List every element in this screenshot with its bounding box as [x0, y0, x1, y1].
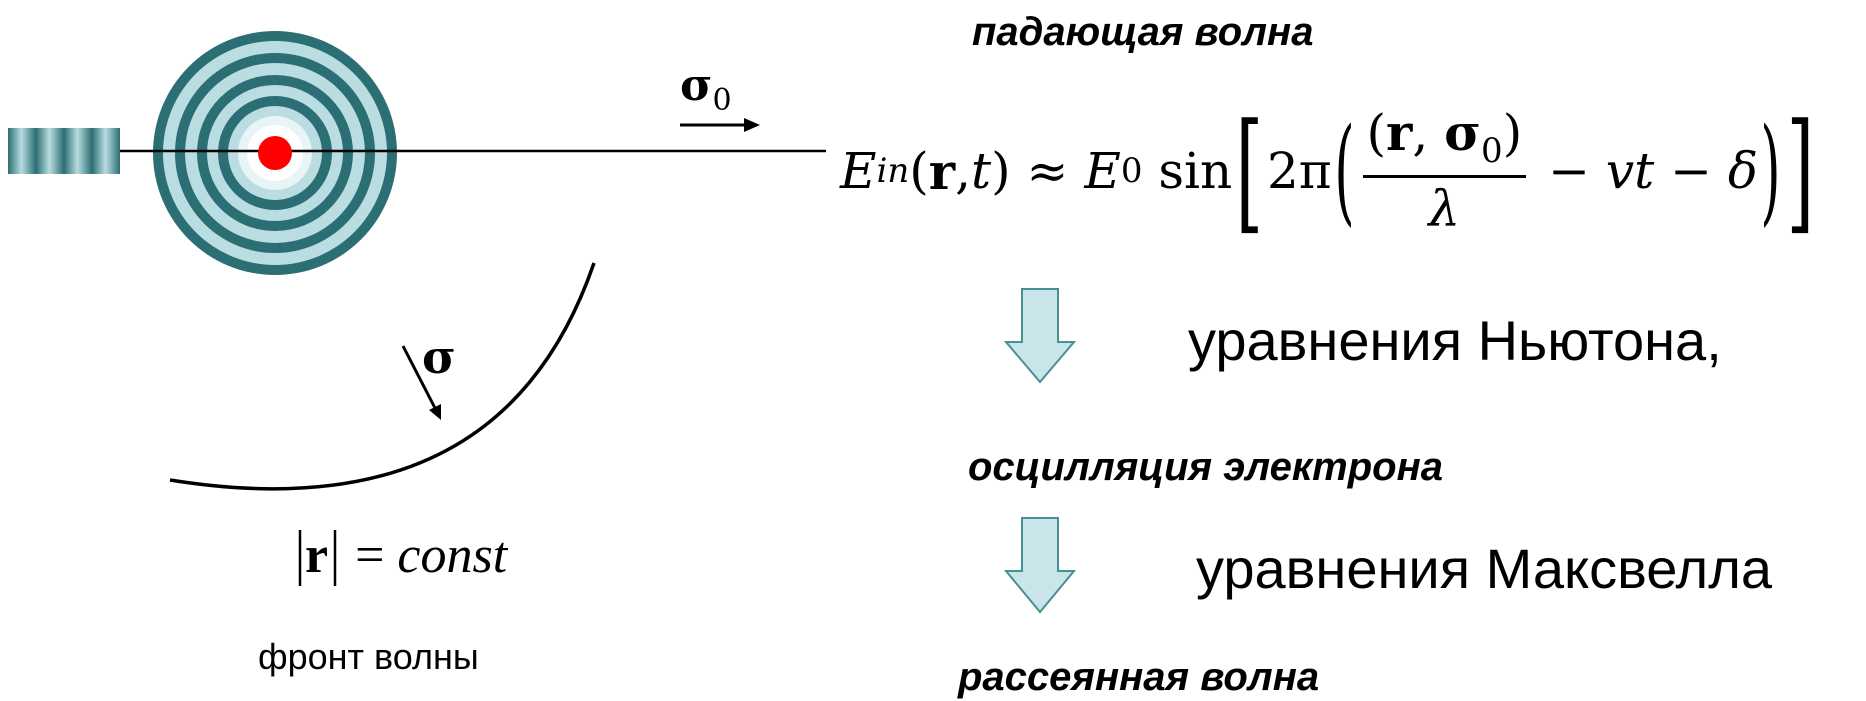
down-arrow-newton — [1006, 289, 1074, 382]
formula-denominator: λ — [1429, 178, 1461, 237]
numerator-sigma: σ — [1444, 103, 1481, 162]
formula-minus-2: − — [1654, 142, 1728, 200]
sigma0-label: σ0 — [680, 60, 732, 118]
down-arrow-maxwell — [1006, 518, 1074, 612]
numerator-r: r — [1386, 103, 1412, 162]
maxwell-equations-label: уравнения Максвелла — [1196, 536, 1772, 601]
formula-fraction: (r, σ0) λ — [1363, 105, 1527, 236]
const-text: const — [397, 527, 507, 584]
incident-wave-heading: падающая волна — [972, 10, 1313, 55]
formula-r: r — [929, 142, 955, 201]
formula-t: t — [971, 142, 991, 200]
formula-bracket-open: [ — [1236, 106, 1264, 236]
electron-oscillation-heading: осцилляция электрона — [968, 445, 1443, 490]
scattered-wave-heading: рассеянная волна — [958, 655, 1319, 700]
electron-dot — [258, 136, 292, 170]
formula-paren-close: ) — [991, 142, 1011, 200]
radius-const-equation: r = const — [313, 526, 507, 585]
equals-sign: = — [342, 527, 397, 584]
formula-approx: ≈ — [1011, 142, 1085, 200]
formula-paren-open: ( — [909, 142, 929, 200]
formula-comma: , — [955, 142, 971, 200]
sigma-label: σ — [422, 330, 456, 384]
formula-e-subscript: in — [877, 151, 910, 191]
formula-e-symbol: E — [840, 142, 877, 200]
numerator-paren-close: ) — [1503, 104, 1523, 162]
sigma0-subscript: 0 — [712, 83, 731, 118]
formula-big-paren-open: ( — [1334, 114, 1354, 229]
numerator-paren-open: ( — [1367, 104, 1387, 162]
numerator-sigma-subscript: 0 — [1481, 131, 1503, 171]
wavefront-caption: фронт волны — [258, 636, 479, 678]
formula-t2: t — [1634, 142, 1654, 200]
formula-two-pi: 2π — [1267, 142, 1332, 200]
formula-numerator: (r, σ0) — [1363, 105, 1527, 177]
formula-delta: δ — [1728, 142, 1758, 200]
formula-v: v — [1606, 142, 1634, 200]
formula-e0-subscript: 0 — [1121, 151, 1143, 191]
newton-equations-label: уравнения Ньютона, — [1188, 308, 1722, 373]
sigma0-arrow — [680, 118, 760, 132]
formula-bracket-close: ] — [1786, 106, 1814, 236]
r-vector-symbol: r — [305, 527, 328, 584]
incident-wave-strip — [8, 128, 120, 174]
formula-sin: sin — [1142, 142, 1232, 200]
numerator-comma: , — [1412, 104, 1444, 162]
formula-minus-1: − — [1532, 142, 1606, 200]
wavefront-arc — [170, 263, 594, 489]
formula-e0-symbol: E — [1084, 142, 1121, 200]
formula-big-paren-close: ) — [1760, 114, 1780, 229]
sigma0-symbol: σ — [680, 60, 712, 111]
